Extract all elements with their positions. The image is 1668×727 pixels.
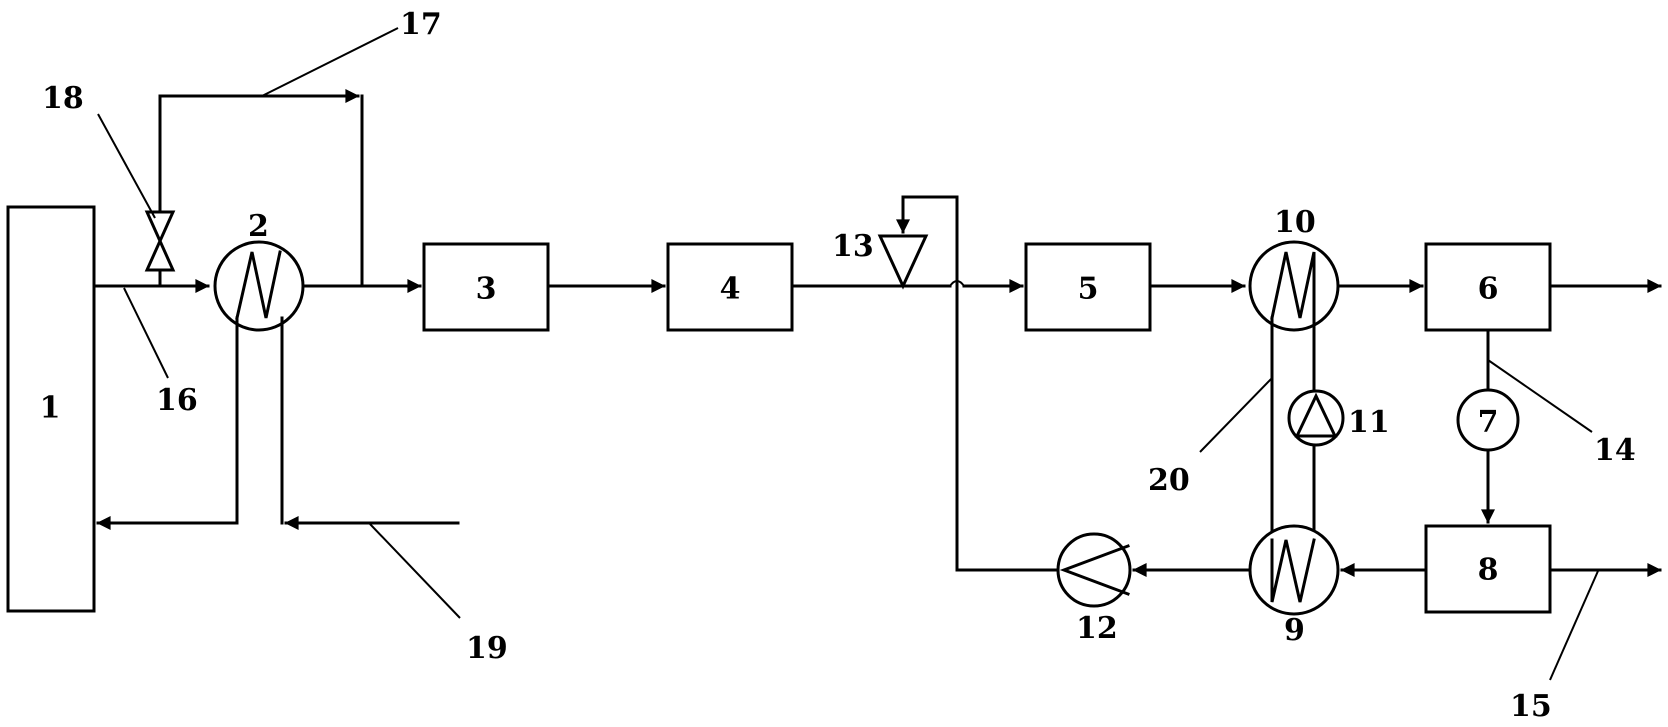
pump-11-triangle (1294, 392, 1338, 438)
label-15: 15 (1510, 689, 1552, 724)
label-3: 3 (476, 272, 497, 307)
label-19: 19 (466, 631, 508, 666)
pump-icon (1287, 389, 1345, 447)
label-5: 5 (1078, 272, 1099, 307)
valve-icon (144, 210, 176, 272)
unit-1-box (6, 205, 96, 613)
hx10-zigzag (1270, 251, 1316, 320)
bypass-line-17 (158, 89, 360, 214)
label-4: 4 (720, 272, 741, 307)
label-1: 1 (40, 391, 61, 426)
label-9: 9 (1284, 613, 1305, 648)
label-12: 12 (1076, 611, 1118, 646)
ejector-icon (877, 234, 929, 290)
unit-6-box (1424, 242, 1552, 332)
leader-14 (1487, 359, 1593, 433)
label-18: 18 (42, 81, 84, 116)
hx2-left-leg (96, 316, 239, 530)
leader-20 (1199, 377, 1273, 453)
label-11: 11 (1348, 405, 1390, 440)
label-20: 20 (1148, 463, 1190, 498)
label-8: 8 (1478, 553, 1499, 588)
pump-icon (1056, 532, 1132, 608)
leader-19 (369, 523, 461, 619)
hx2-zigzag (235, 250, 282, 320)
label-7: 7 (1478, 405, 1499, 440)
label-10: 10 (1274, 205, 1316, 240)
label-16: 16 (156, 383, 198, 418)
pump-12-triangle (1059, 544, 1130, 596)
leader-15 (1549, 570, 1599, 681)
label-13: 13 (832, 229, 874, 264)
label-6: 6 (1478, 272, 1499, 307)
leader-18 (97, 113, 156, 219)
ejector-feed-line (896, 195, 959, 572)
label-14: 14 (1594, 433, 1636, 468)
leader-17 (261, 27, 399, 97)
label-17: 17 (400, 7, 442, 42)
leader-16 (123, 287, 169, 379)
hx9-zigzag (1270, 538, 1316, 603)
unit-3-box (422, 242, 550, 332)
label-2: 2 (248, 209, 269, 244)
